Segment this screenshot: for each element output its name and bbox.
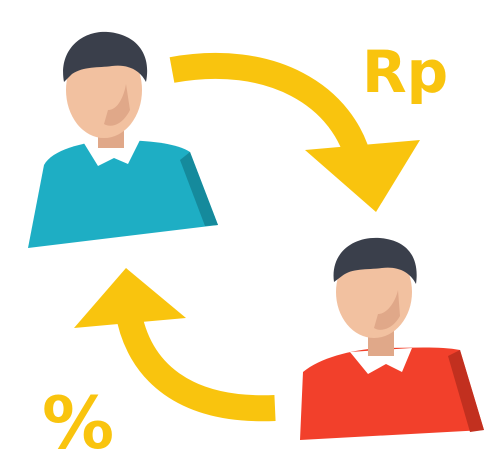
arrow-to-borrower-icon: [169, 52, 420, 212]
currency-label: Rp: [362, 38, 448, 106]
percent-label: %: [42, 381, 114, 465]
lender-person-icon: [28, 31, 218, 248]
borrower-person-icon: [300, 237, 484, 440]
arrow-to-lender-icon: [74, 268, 276, 422]
